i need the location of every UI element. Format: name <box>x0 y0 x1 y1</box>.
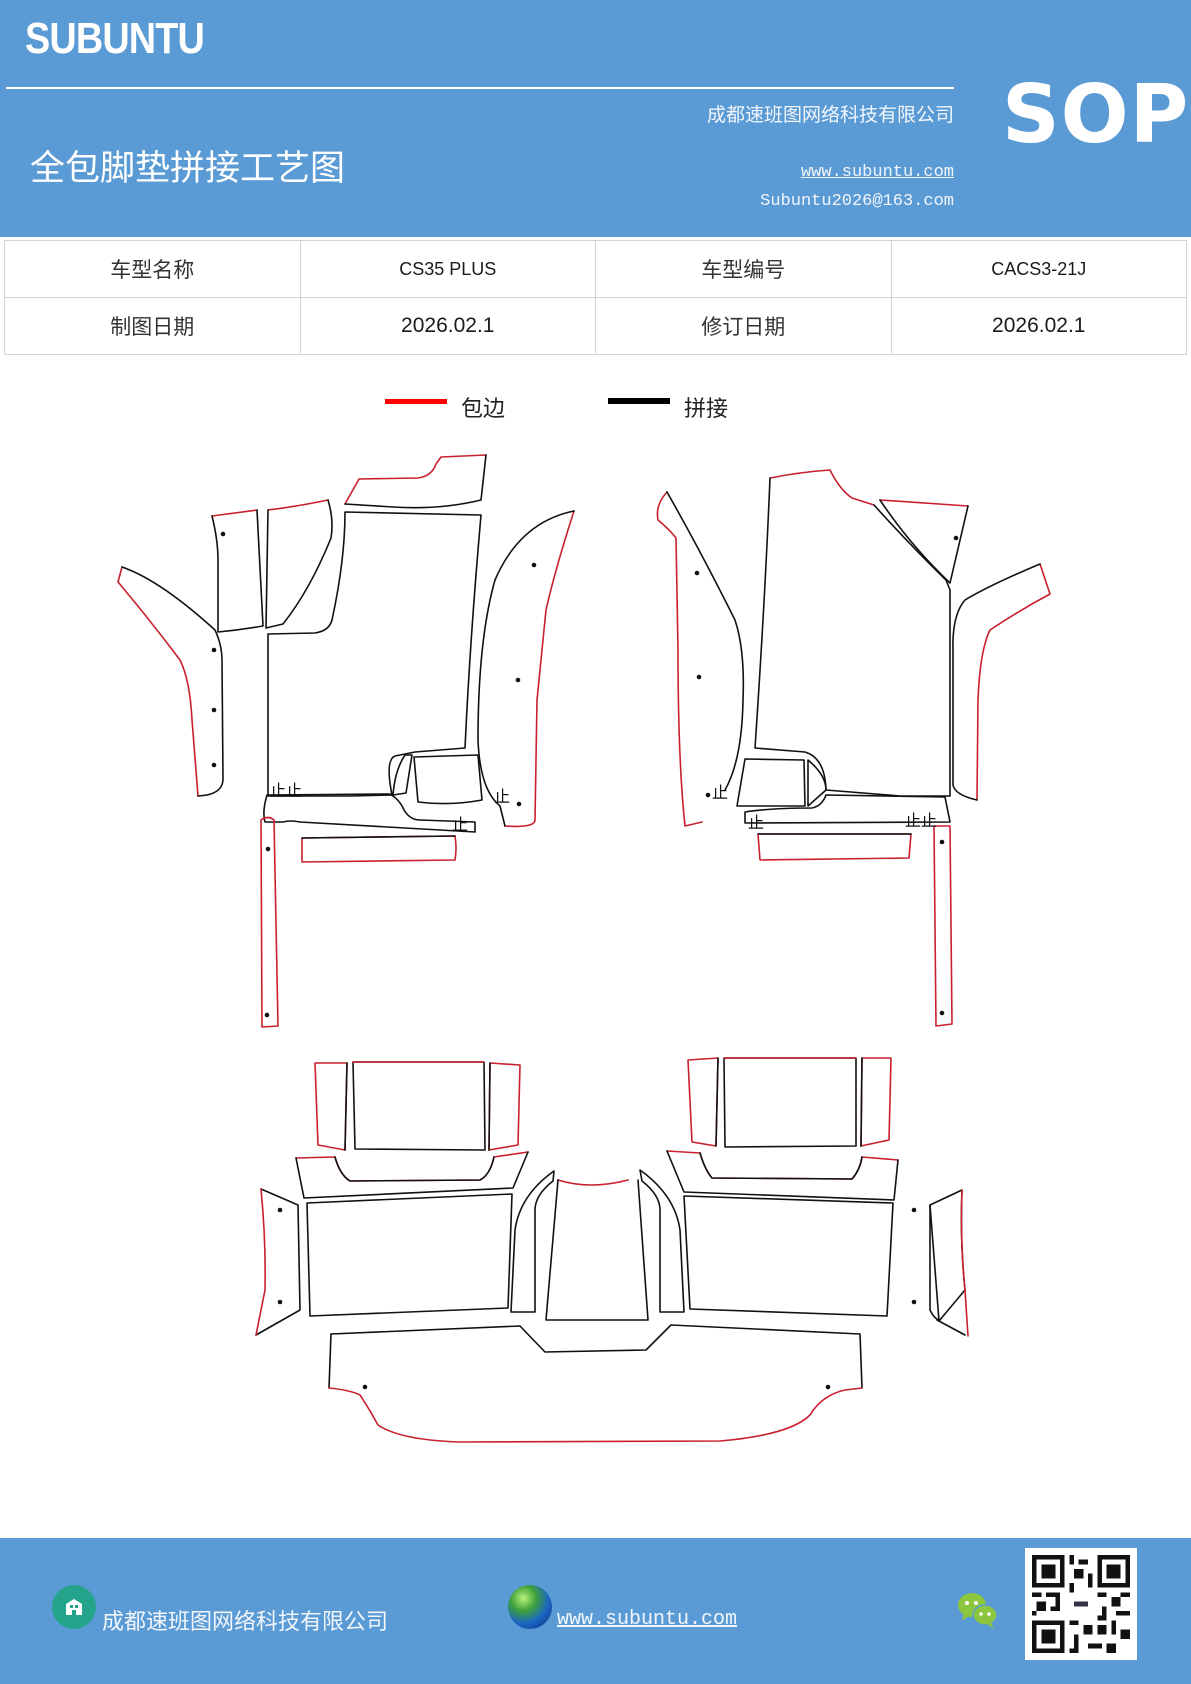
front-right-set <box>656 469 1051 1027</box>
front-left-set <box>117 454 575 1028</box>
footer-company-name: 成都速班图网络科技有限公司 <box>102 1610 389 1635</box>
red-line-swatch <box>385 398 447 404</box>
stop-marker: 止止 <box>270 781 302 800</box>
revision-date-label: 修订日期 <box>595 297 892 355</box>
email-address[interactable]: Subuntu2026@163.com <box>760 192 954 211</box>
stop-marker: 止 <box>748 813 764 832</box>
footer-website-link[interactable]: www.subuntu.com <box>557 1608 738 1631</box>
legend-item-seam: 拼接 <box>608 385 728 422</box>
table-row: 制图日期 2026.02.1 修订日期 2026.02.1 <box>4 297 1187 355</box>
legend-label: 包边 <box>461 397 506 422</box>
draw-date-label: 制图日期 <box>4 297 301 355</box>
globe-icon <box>508 1585 552 1629</box>
black-line-swatch <box>608 398 670 404</box>
wechat-icon <box>958 1593 998 1629</box>
model-name-value: CS35 PLUS <box>299 240 596 298</box>
page-title: 全包脚垫拼接工艺图 <box>30 149 346 189</box>
legend: 包边 拼接 <box>0 385 1191 425</box>
model-code-value: CACS3-21J <box>890 240 1187 298</box>
model-code-label: 车型编号 <box>595 240 892 298</box>
table-row: 车型名称 CS35 PLUS 车型编号 CACS3-21J <box>4 240 1187 298</box>
rear-set <box>255 1057 969 1443</box>
floor-mat-pattern-diagram: 止止 止 止 止 止 止止 <box>117 454 1051 1443</box>
stop-marker: 止 <box>452 815 468 834</box>
legend-item-binding: 包边 <box>385 385 505 422</box>
legend-label: 拼接 <box>684 397 729 422</box>
building-icon <box>52 1585 96 1629</box>
model-name-label: 车型名称 <box>4 240 301 298</box>
header-banner: SUBUNTU 全包脚垫拼接工艺图 成都速班图网络科技有限公司 www.subu… <box>0 0 1191 237</box>
stop-marker: 止 <box>712 783 728 802</box>
stop-marker: 止止 <box>905 811 937 830</box>
revision-date-value: 2026.02.1 <box>890 297 1187 355</box>
qr-code[interactable] <box>1025 1548 1137 1660</box>
website-link[interactable]: www.subuntu.com <box>800 163 954 182</box>
company-name: 成都速班图网络科技有限公司 <box>706 104 954 126</box>
stop-marker: 止 <box>494 787 510 806</box>
stop-markers: 止止 止 止 止 止 止止 <box>270 781 937 834</box>
footer-banner: 成都速班图网络科技有限公司 www.subuntu.com <box>0 1538 1191 1684</box>
brand-logo: SUBUNTU <box>25 14 205 63</box>
draw-date-value: 2026.02.1 <box>299 297 596 355</box>
vehicle-info-table: 车型名称 CS35 PLUS 车型编号 CACS3-21J 制图日期 2026.… <box>4 240 1187 355</box>
sop-badge: SOP <box>1002 68 1190 161</box>
header-divider <box>6 87 954 89</box>
